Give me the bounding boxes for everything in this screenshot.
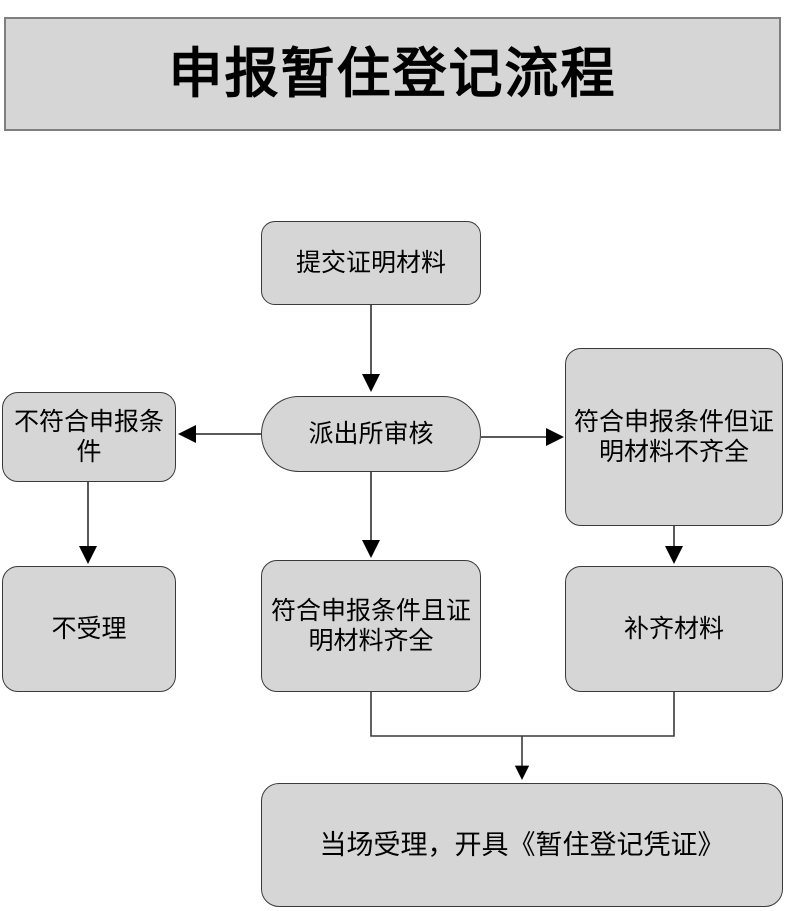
node-accept-on-the-spot-label: 当场受理，开具《暂住登记凭证》 (319, 829, 725, 860)
node-conditions-met-materials-incomplete[interactable]: 符合申报条件但证明材料不齐全 (565, 348, 783, 526)
node-not-meeting-conditions-label: 不符合申报条件 (13, 407, 164, 467)
edge-merge-to-accept (370, 692, 675, 780)
node-conditions-met-materials-complete[interactable]: 符合申报条件且证明材料齐全 (261, 560, 481, 692)
node-submit-materials[interactable]: 提交证明材料 (261, 221, 481, 305)
node-submit-materials-label: 提交证明材料 (295, 248, 446, 277)
node-accept-on-the-spot[interactable]: 当场受理，开具《暂住登记凭证》 (261, 783, 783, 907)
node-not-accepted-label: 不受理 (51, 614, 127, 643)
node-supplement-materials-label: 补齐材料 (623, 614, 724, 643)
page-title: 申报暂住登记流程 (168, 44, 617, 104)
node-police-station-review[interactable]: 派出所审核 (261, 396, 481, 472)
node-not-accepted[interactable]: 不受理 (2, 566, 176, 692)
node-police-station-review-label: 派出所审核 (308, 419, 434, 448)
node-not-meeting-conditions[interactable]: 不符合申报条件 (2, 392, 176, 482)
node-supplement-materials[interactable]: 补齐材料 (565, 566, 783, 692)
node-conditions-met-materials-complete-label: 符合申报条件且证明材料齐全 (270, 596, 471, 656)
node-conditions-met-materials-incomplete-label: 符合申报条件但证明材料不齐全 (573, 407, 774, 467)
page-title-banner: 申报暂住登记流程 (4, 17, 781, 131)
